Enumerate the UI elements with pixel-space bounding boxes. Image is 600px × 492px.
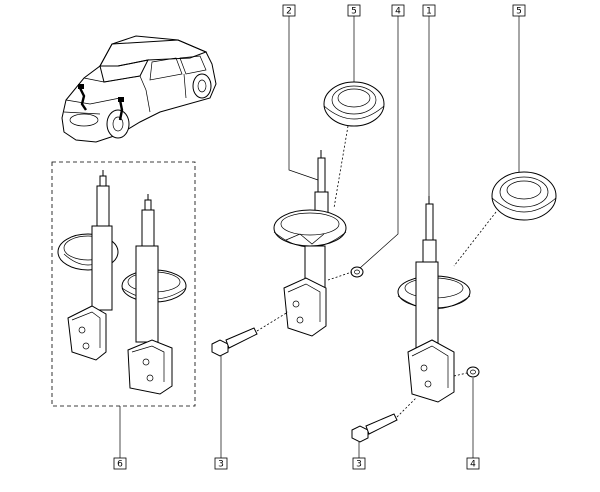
callout-4b: 4 (466, 457, 480, 470)
callout-1-text: 1 (426, 7, 432, 17)
callout-3a-text: 3 (218, 460, 224, 470)
callout-5b: 5 (512, 4, 526, 17)
callout-3b-text: 3 (356, 460, 362, 470)
callout-5a-text: 5 (351, 7, 357, 17)
callout-4a-text: 4 (395, 7, 401, 17)
bolt-icon (351, 413, 398, 443)
bolt-icon (211, 327, 258, 357)
shock-absorber-strut-icon (397, 196, 471, 403)
callout-3a: 3 (214, 457, 228, 470)
strut-bearing-cup-icon (491, 171, 557, 221)
callout-5a: 5 (347, 4, 361, 17)
kit-outline-box (51, 161, 196, 407)
nut-icon (466, 366, 480, 378)
shock-absorber-strut-icon (273, 150, 347, 337)
callout-4b-text: 4 (470, 460, 476, 470)
callout-6: 6 (113, 457, 127, 470)
shock-absorber-strut-icon (121, 194, 187, 395)
callout-6-text: 6 (117, 460, 123, 470)
hatchback-car-icon (61, 35, 217, 143)
callout-3b: 3 (352, 457, 366, 470)
callout-4a: 4 (391, 4, 405, 17)
shock-absorber-strut-icon (57, 170, 119, 361)
callout-2: 2 (282, 4, 296, 17)
callout-2-text: 2 (286, 7, 292, 17)
callout-5b-text: 5 (516, 7, 522, 17)
nut-icon (350, 266, 364, 278)
strut-bearing-cup-icon (323, 81, 385, 127)
leader-lines (119, 16, 520, 458)
callout-1: 1 (422, 4, 436, 17)
